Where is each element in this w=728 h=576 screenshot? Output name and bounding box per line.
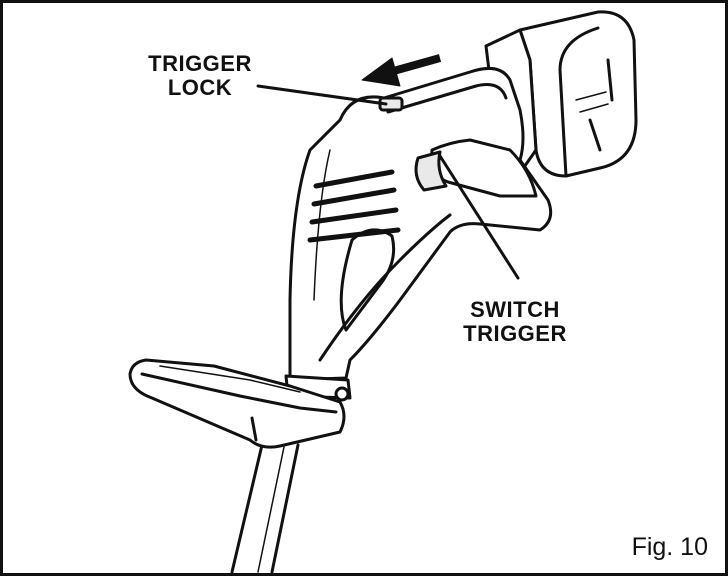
trigger-lock-label: TRIGGER LOCK bbox=[140, 52, 260, 100]
switch-trigger-label: SWITCH TRIGGER bbox=[450, 298, 580, 346]
switch-trigger-label-line-2: TRIGGER bbox=[463, 321, 567, 346]
trimmer-housing-icon bbox=[284, 66, 553, 402]
slide-direction-arrow bbox=[361, 54, 442, 87]
trigger-lock-label-line-1: TRIGGER bbox=[148, 51, 252, 76]
edge-guard-icon bbox=[128, 358, 346, 449]
switch-trigger-leader-line bbox=[438, 154, 520, 280]
switch-trigger-label-line-1: SWITCH bbox=[470, 297, 560, 322]
trigger-lock-label-line-2: LOCK bbox=[167, 75, 233, 100]
figure-caption: Fig. 10 bbox=[631, 533, 708, 561]
trigger-lock-leader-line bbox=[256, 84, 388, 106]
trimmer-shaft bbox=[230, 443, 300, 574]
